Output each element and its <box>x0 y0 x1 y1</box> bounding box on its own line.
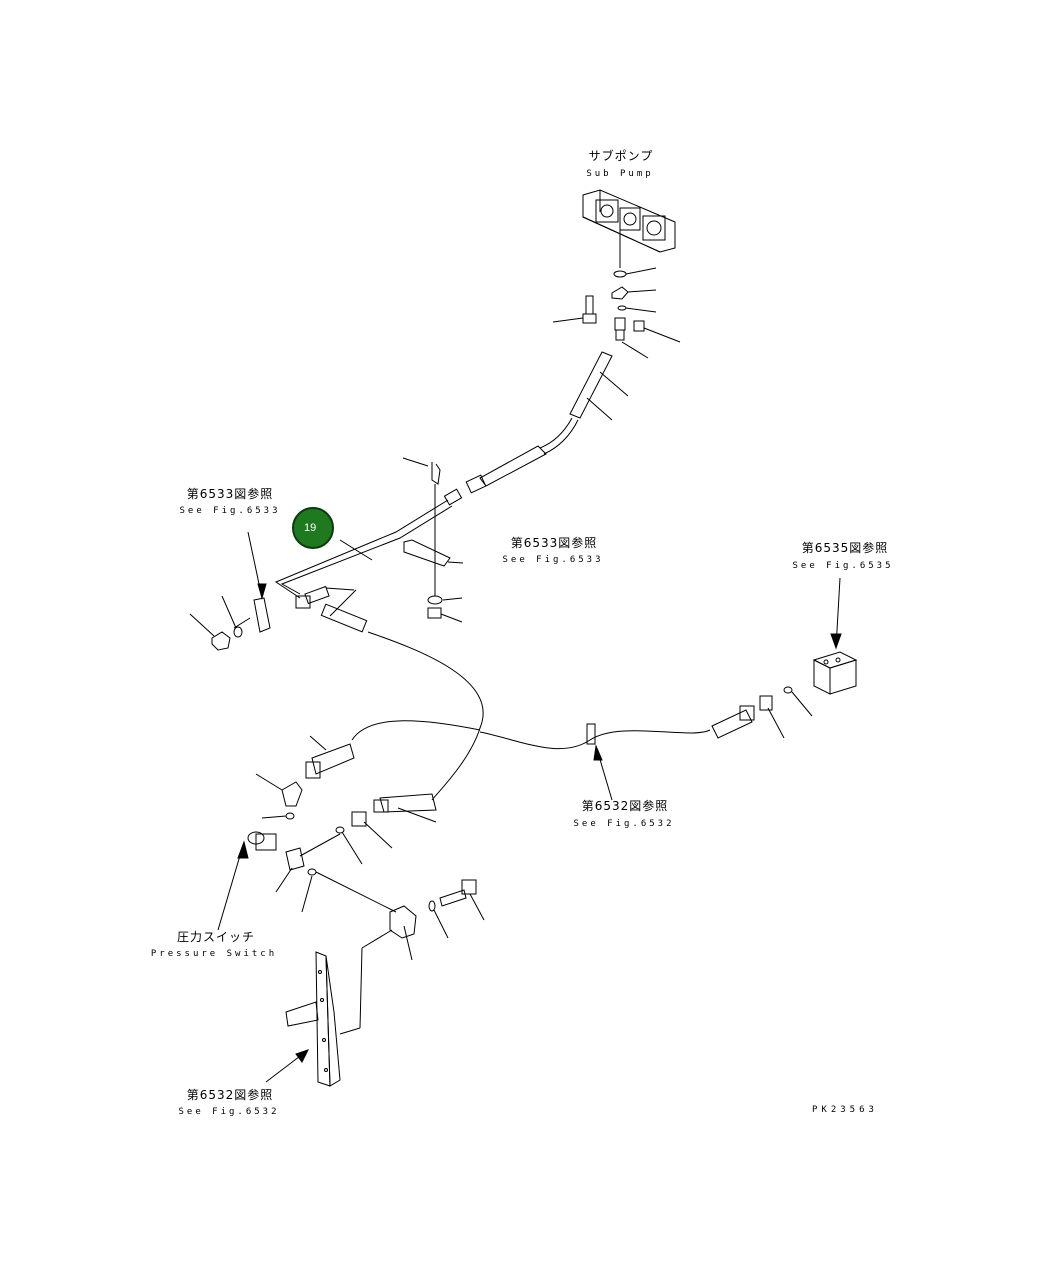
bracket-icon <box>404 540 463 566</box>
bulkhead-plate-icon <box>234 598 270 632</box>
ref-6532-mid-en: See Fig.6532 <box>573 819 675 829</box>
bolt-icon <box>440 880 484 920</box>
o-ring-icon <box>614 271 626 277</box>
mounting-block-icon <box>360 906 416 1028</box>
upper-hose-icon <box>466 352 628 493</box>
ref-6533-left-en: See Fig.6533 <box>179 506 281 516</box>
sub-pump-label-en: Sub Pump <box>586 169 654 179</box>
support-bracket-icon <box>266 952 360 1086</box>
cross-fitting-icon <box>276 834 340 892</box>
elbow-fitting-icon <box>256 774 302 806</box>
washer-icon <box>429 901 435 911</box>
ref-6533-mid-jp: 第6533図参照 <box>510 536 598 550</box>
tee-fitting-icon <box>296 587 354 608</box>
callout-badge[interactable] <box>293 508 333 548</box>
pressure-switch-icon <box>218 832 276 930</box>
ref-6535-jp: 第6535図参照 <box>801 541 889 555</box>
o-ring-icon <box>286 813 294 819</box>
washer-icon <box>428 596 442 604</box>
o-ring-icon <box>308 869 316 875</box>
elbow-fitting-icon <box>615 318 648 358</box>
flange-icon <box>612 287 656 299</box>
nut-icon <box>428 608 462 622</box>
middle-hose-icon <box>321 590 483 822</box>
callout-number[interactable]: 19 <box>304 522 317 534</box>
nut-icon <box>190 614 230 650</box>
plug-icon <box>634 321 680 342</box>
o-ring-icon <box>618 306 626 310</box>
pressure-switch-label-en: Pressure Switch <box>150 949 278 959</box>
clip-icon <box>587 724 612 800</box>
washer-icon <box>234 627 242 637</box>
ref-6532-bottom-jp: 第6532図参照 <box>186 1088 274 1102</box>
right-hose-icon <box>480 687 812 749</box>
manifold-block-icon <box>814 578 856 694</box>
pressure-switch-label-jp: 圧力スイッチ <box>176 930 256 944</box>
ref-6532-mid-jp: 第6532図参照 <box>581 799 669 813</box>
sub-pump-label-jp: サブポンプ <box>588 149 654 163</box>
ref-6532-bottom-en: See Fig.6532 <box>178 1107 280 1117</box>
lower-hose-icon <box>306 721 480 778</box>
drawing-code: PK23563 <box>812 1105 878 1115</box>
ref-6533-mid-en: See Fig.6533 <box>502 555 604 565</box>
ref-6535-en: See Fig.6535 <box>792 561 894 571</box>
adapter-fitting-icon <box>336 812 392 864</box>
bolt-icon <box>553 296 596 323</box>
sub-pump-icon <box>583 190 675 268</box>
clip-icon <box>403 458 440 596</box>
ref-6533-left-jp: 第6533図参照 <box>186 487 274 501</box>
steel-tube-icon <box>276 489 462 598</box>
